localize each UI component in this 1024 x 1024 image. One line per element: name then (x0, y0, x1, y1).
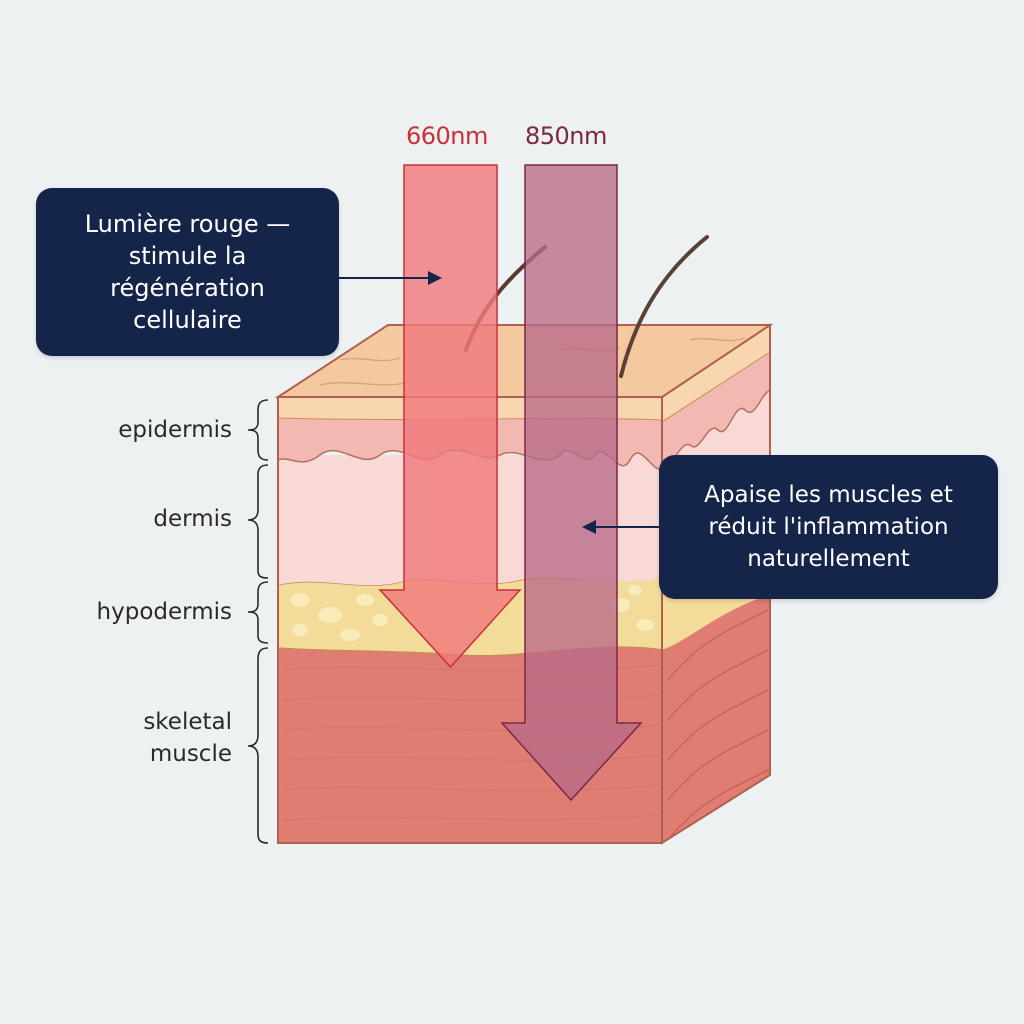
callout-nir-line: Apaise les muscles et (704, 482, 953, 508)
layer-label-text: dermis (153, 506, 232, 532)
connector-red (339, 271, 442, 285)
hair-right (619, 235, 709, 378)
brace-muscle (247, 647, 269, 844)
layer-label-text: epidermis (118, 417, 232, 443)
callout-red-line: cellulaire (133, 306, 242, 334)
layer-label-hypodermis: hypodermis (97, 596, 232, 628)
layer-label-text: hypodermis (96, 599, 232, 625)
layer-braces (247, 399, 269, 844)
connector-nir (582, 520, 659, 534)
wavelength-label-660: 660nm (406, 122, 488, 150)
brace-epidermis (247, 399, 269, 461)
callout-red-line: Lumière rouge — (84, 210, 291, 238)
callout-nir-line: réduit l'inflammation (708, 514, 949, 540)
layer-label-text: skeletal (143, 709, 232, 735)
callout-near-infrared: Apaise les muscles et réduit l'inflammat… (659, 455, 998, 599)
beam-arrow-red (378, 164, 522, 669)
callout-nir-line: naturellement (747, 546, 910, 572)
layer-label-text: muscle (149, 741, 232, 767)
brace-dermis (247, 464, 269, 579)
callout-red-line: stimule la (128, 242, 247, 270)
brace-hypodermis (247, 581, 269, 644)
wavelength-label-850: 850nm (525, 122, 607, 150)
layer-label-epidermis: epidermis (118, 414, 232, 446)
callout-red-line: régénération (110, 274, 265, 302)
layer-label-skeletal-muscle: skeletal muscle (143, 706, 232, 770)
layer-label-dermis: dermis (153, 503, 232, 535)
callout-red-light: Lumière rouge — stimule la régénération … (36, 188, 339, 356)
beam-arrow-near-infrared (500, 164, 643, 802)
